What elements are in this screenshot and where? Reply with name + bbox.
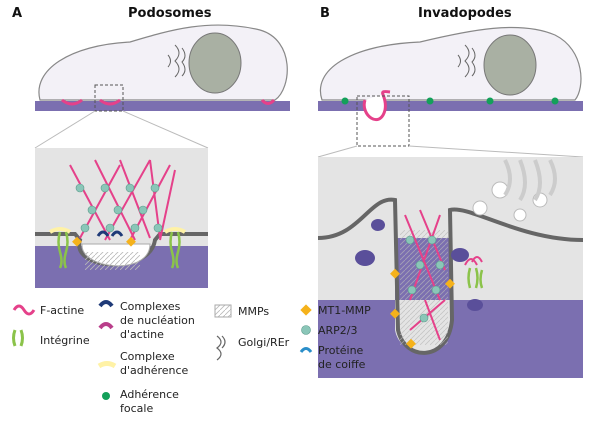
podosome-marks <box>61 98 276 106</box>
factin-icon <box>12 304 36 316</box>
panel-title-b: Invadopodes <box>418 6 512 21</box>
nucleation-purple-icon <box>98 322 114 330</box>
arp-icon <box>301 325 311 335</box>
legend-complexes-2: de nucléation <box>120 314 195 327</box>
actin-network-a <box>69 159 176 241</box>
adhesion-icon <box>97 361 117 369</box>
panel-title-a: Podosomes <box>128 6 212 21</box>
legend-golgi: Golgi/REr <box>238 336 290 349</box>
legend-coiffe-2: de coiffe <box>318 358 366 371</box>
cell-body-a <box>38 24 288 101</box>
legend-factin: F-actine <box>40 304 85 317</box>
legend-mt1: MT1-MMP <box>318 304 371 317</box>
legend-coiffe-1: Protéine <box>318 344 364 357</box>
nucleus-a <box>188 32 242 94</box>
panel-letter-a: A <box>12 6 23 21</box>
substrate-a <box>35 101 290 111</box>
focal-adhesion-icon <box>102 392 110 400</box>
invadopodium-mark <box>362 90 391 122</box>
cell-b <box>317 26 584 158</box>
capping-icon <box>299 347 313 353</box>
panel-letter-b: B <box>320 6 330 21</box>
zoom-b <box>317 157 584 378</box>
legend-adherence-1: Complexe <box>120 350 175 363</box>
legend-mmps: MMPs <box>238 305 270 318</box>
cell-a <box>34 24 290 149</box>
legend-focale-2: focale <box>120 402 154 415</box>
mt1-icon <box>300 304 312 316</box>
legend-complexes-3: d'actine <box>120 328 164 341</box>
golgi-icon <box>216 335 226 361</box>
legend-icons <box>12 300 313 400</box>
zoom-a <box>35 148 208 288</box>
legend-adherence-2: d'adhérence <box>120 364 189 377</box>
zoom-box-a <box>94 84 124 112</box>
legend-focale-1: Adhérence <box>120 388 179 401</box>
legend-complexes-1: Complexes <box>120 300 181 313</box>
integrin-icon <box>12 329 24 347</box>
legend-integrine: Intégrine <box>40 334 90 347</box>
mmps-icon <box>214 304 232 318</box>
legend-arp: ARP2/3 <box>318 324 358 337</box>
golgi-a <box>167 44 186 78</box>
nucleation-blue-icon <box>98 300 114 308</box>
